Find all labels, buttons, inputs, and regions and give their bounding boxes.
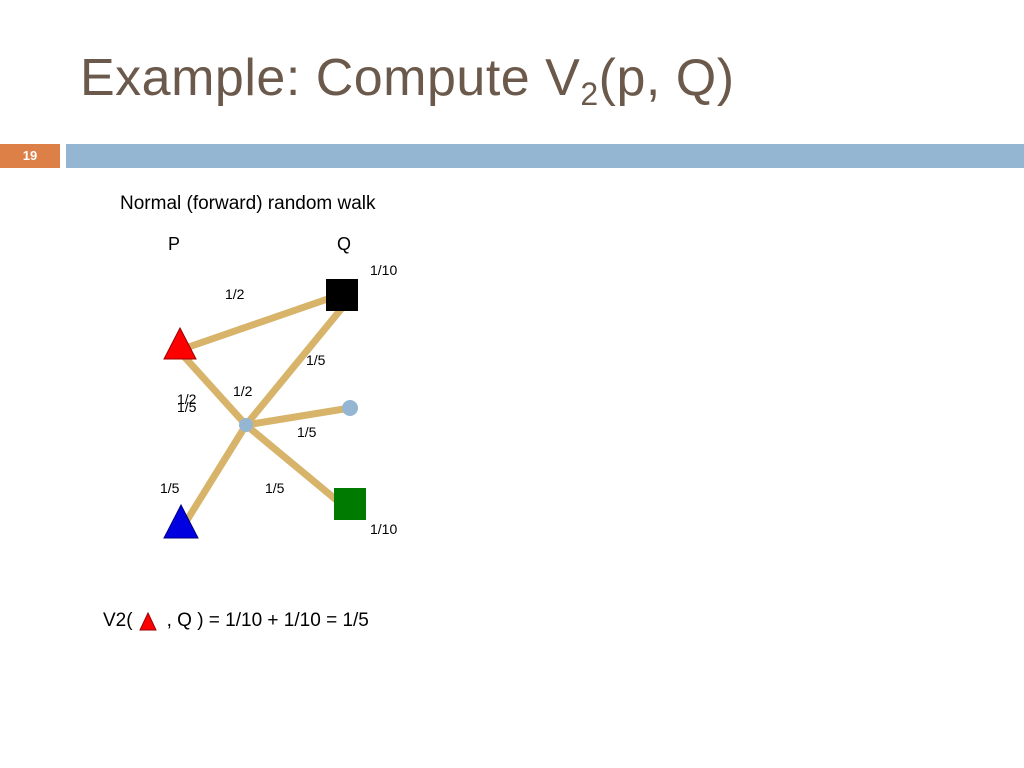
edge-label-p-to-q: 1/2 <box>225 286 245 302</box>
edge-label-p-to-center-b: 1/5 <box>177 399 197 415</box>
graph-edges <box>176 290 354 529</box>
label-q: Q <box>337 234 352 254</box>
edge-label-p-to-center-a: 1/2 <box>177 391 197 407</box>
formula: V2( , Q ) = 1/10 + 1/10 = 1/5 <box>103 610 369 632</box>
edge-label-center-to-p: 1/2 <box>233 383 253 399</box>
edge-center-to-dot <box>242 404 354 429</box>
title-subscript: 2 <box>580 76 599 112</box>
slide-number: 19 <box>0 144 60 168</box>
title-main: Example: Compute V <box>80 49 581 107</box>
edge-label-center-to-q: 1/5 <box>306 352 326 368</box>
green-square-node <box>334 488 366 520</box>
edge-label-top-q: 1/10 <box>370 262 398 278</box>
blue-dot-node <box>342 400 358 416</box>
blue-triangle-node <box>163 503 199 539</box>
label-p: P <box>168 234 181 254</box>
q-node-black-square <box>326 279 358 311</box>
red-triangle-icon <box>138 611 157 631</box>
edge-label-center-to-blue: 1/5 <box>160 480 180 496</box>
title-tail: (p, Q) <box>598 49 735 107</box>
edge-center-to-blue <box>180 421 250 529</box>
center-node-dot <box>239 418 253 432</box>
edge-p-to-center <box>176 348 250 429</box>
slide-header-bar <box>66 144 1024 168</box>
edge-center-to-green <box>242 421 350 512</box>
edge-label-bottom-green: 1/10 <box>370 521 398 537</box>
edge-q-to-center <box>242 304 346 429</box>
slide-title: Example: Compute V2(p, Q) <box>80 48 735 113</box>
subtitle: Normal (forward) random walk <box>120 193 376 214</box>
edge-label-center-to-dot: 1/5 <box>297 424 317 440</box>
edge-label-center-to-green: 1/5 <box>265 480 285 496</box>
edge-p-to-q <box>176 290 346 354</box>
formula-prefix: V2( <box>103 610 133 631</box>
p-node-red-triangle <box>163 326 197 360</box>
formula-suffix: , Q ) = 1/10 + 1/10 = 1/5 <box>166 610 369 631</box>
